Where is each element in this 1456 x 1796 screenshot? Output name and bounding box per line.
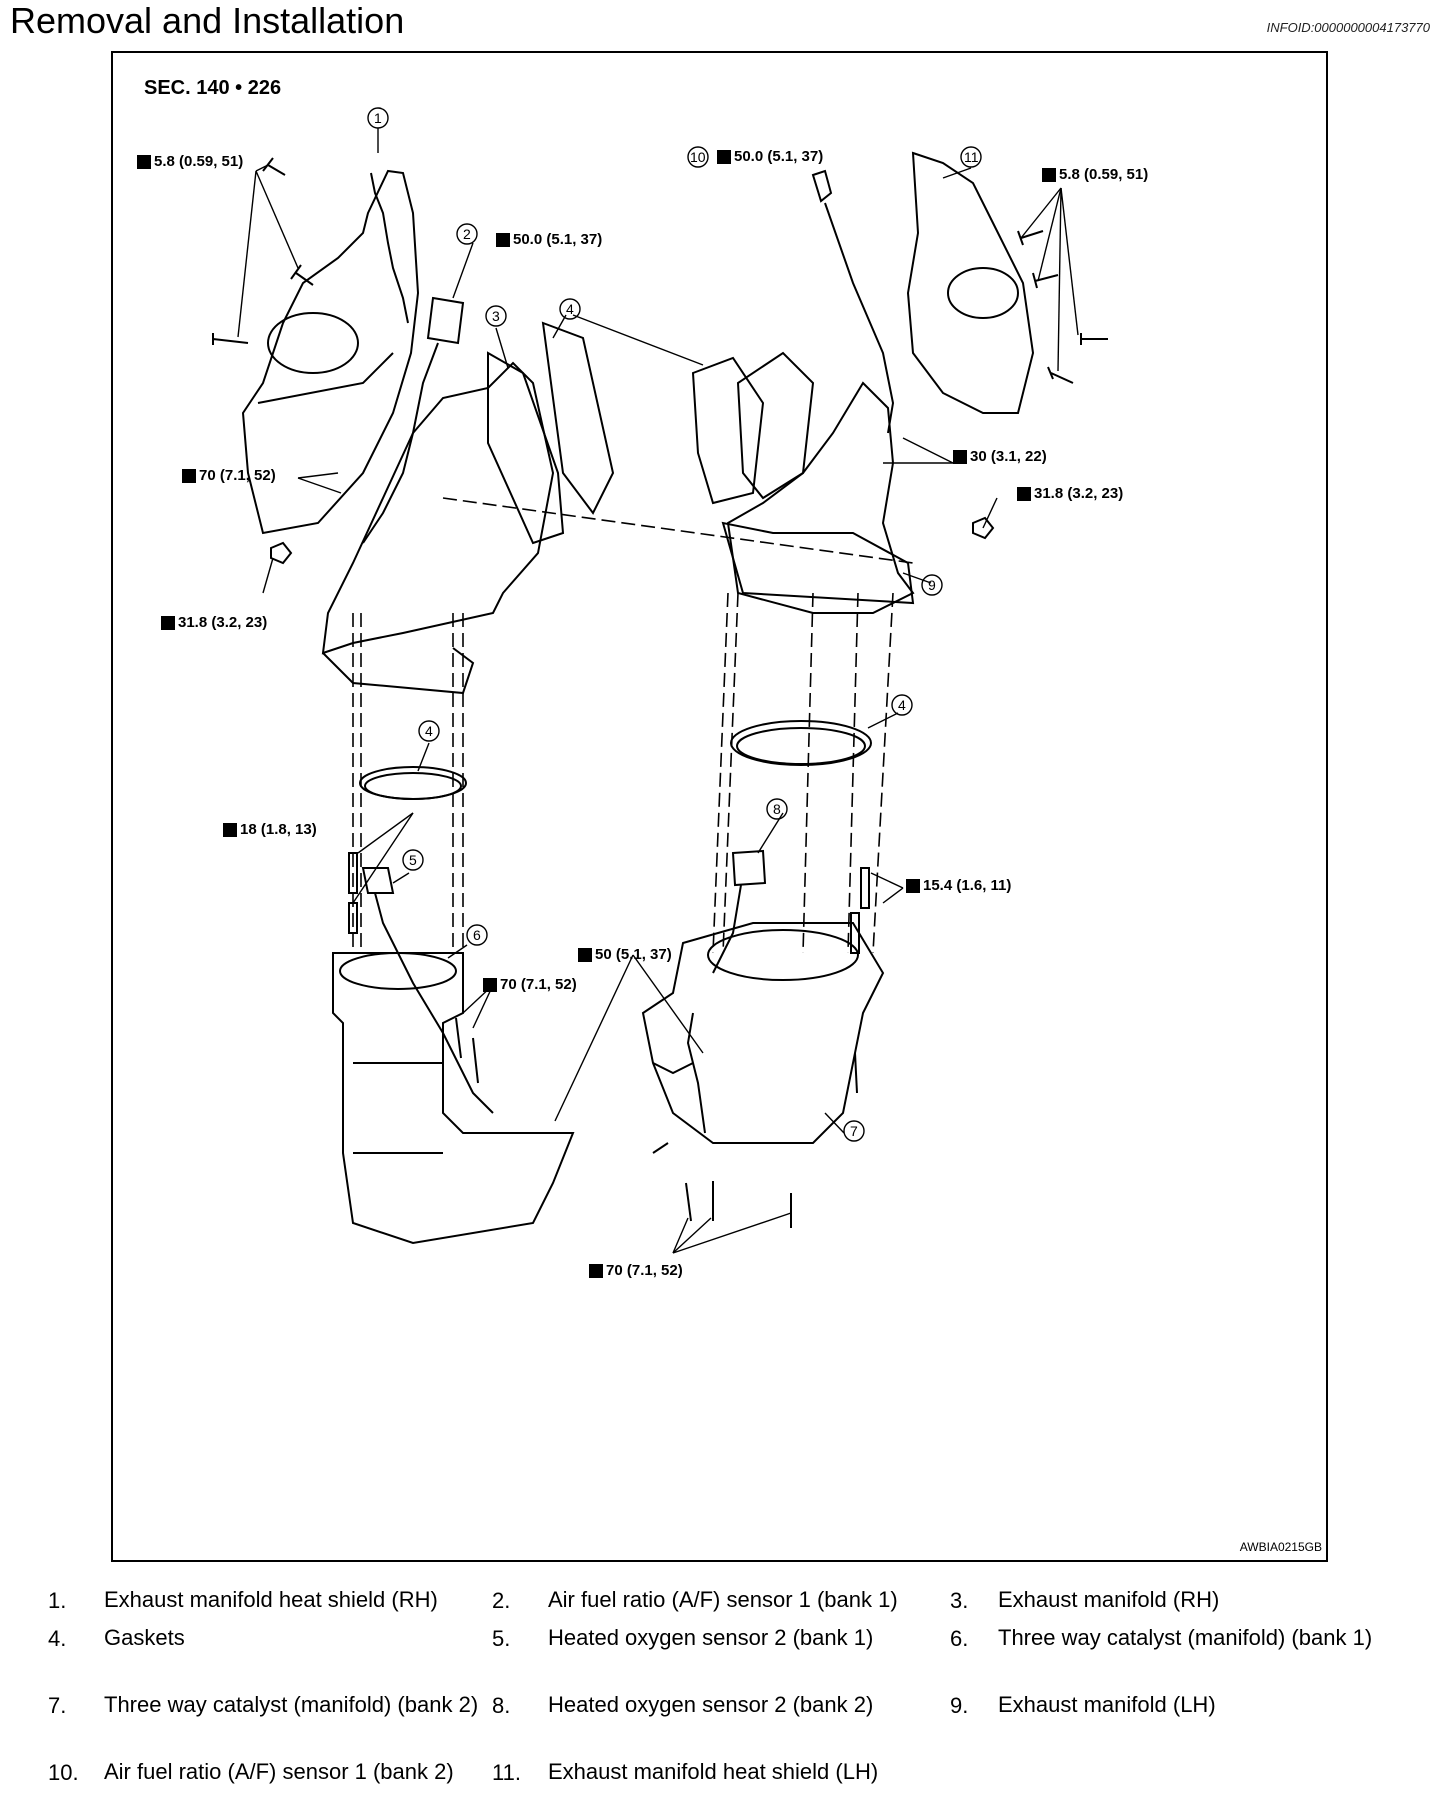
- cat-bank2-bolts: [685, 1181, 792, 1228]
- section-label: SEC. 140 • 226: [144, 77, 282, 99]
- legend-text: Air fuel ratio (A/F) sensor 1 (bank 1): [548, 1587, 898, 1612]
- heat-shield-rh: [241, 169, 420, 535]
- callout-4b: 4: [425, 723, 433, 739]
- legend-num: 3.: [950, 1588, 969, 1613]
- torque-sensor1-bank1: 50.0 (5.1, 37): [513, 231, 603, 248]
- legend-text: Heated oxygen sensor 2 (bank 2): [548, 1692, 874, 1717]
- af-sensor-bank1: [362, 296, 465, 544]
- callout-10: 10: [690, 149, 706, 165]
- legend-text: Exhaust manifold (LH): [998, 1692, 1216, 1717]
- shield-lh-bolts: [1017, 230, 1108, 384]
- torque-nut-left: 31.8 (3.2, 23): [178, 614, 268, 631]
- callout-4c: 4: [898, 697, 906, 713]
- legend-text: Gaskets: [104, 1625, 185, 1650]
- heat-shield-lh: [906, 151, 1035, 414]
- callout-1: 1: [374, 110, 382, 126]
- torque-manifold-lh-nut: 30 (3.1, 22): [970, 448, 1047, 465]
- catalyst-bank2: [641, 922, 885, 1144]
- torque-manifold-rh: 70 (7.1, 52): [199, 467, 276, 484]
- exploded-diagram: [137, 107, 1108, 1278]
- cat-bank1-bolts: [455, 1017, 858, 1094]
- ho2s-bank1: [361, 867, 494, 1114]
- exhaust-manifold-rh: [321, 361, 555, 655]
- torque-symbols: [137, 150, 1056, 1278]
- leader-lines: [237, 128, 1079, 1254]
- callout-5: 5: [409, 852, 417, 868]
- callout-3: 3: [492, 308, 500, 324]
- legend-num: 1.: [48, 1588, 67, 1613]
- gasket-rh: [541, 321, 615, 515]
- legend-text: Heated oxygen sensor 2 (bank 1): [548, 1625, 874, 1650]
- torque-shield-rh: 5.8 (0.59, 51): [154, 153, 244, 170]
- figure-code: AWBIA0215GB: [1239, 1540, 1322, 1554]
- af-sensor-bank2: [811, 169, 895, 434]
- torque-stud-bank2: 15.4 (1.6, 11): [923, 877, 1012, 894]
- torque-cat-bank2-bolts: 70 (7.1, 52): [606, 1262, 683, 1279]
- legend-num: 11.: [492, 1760, 521, 1785]
- torque-shield-lh: 5.8 (0.59, 51): [1059, 166, 1149, 183]
- legend-num: 8.: [492, 1693, 511, 1718]
- callout-8: 8: [773, 801, 781, 817]
- torque-stud-bank1: 18 (1.8, 13): [240, 821, 317, 838]
- legend-text: Three way catalyst (manifold) (bank 1): [998, 1625, 1373, 1650]
- catalyst-bank1: [332, 952, 575, 1245]
- legend-num: 2.: [492, 1588, 511, 1613]
- legend-text: Air fuel ratio (A/F) sensor 1 (bank 2): [104, 1759, 454, 1784]
- legend-num: 10.: [48, 1760, 79, 1785]
- callout-6: 6: [473, 927, 481, 943]
- page-title: Removal and Installation: [10, 0, 405, 41]
- ho2s-bank2: [712, 849, 767, 974]
- guide-lines: [352, 497, 914, 954]
- legend-num: 7.: [48, 1693, 67, 1718]
- callout-2: 2: [463, 226, 471, 242]
- info-id: INFOID:0000000004173770: [1266, 20, 1430, 35]
- legend-num: 9.: [950, 1693, 969, 1718]
- torque-sensor2: 50 (5.1, 37): [595, 946, 672, 963]
- exhaust-manifold-lh: [726, 381, 915, 614]
- torque-cat-bank1-bolts: 70 (7.1, 52): [500, 976, 577, 993]
- callout-7: 7: [850, 1123, 858, 1139]
- callout-9: 9: [928, 577, 936, 593]
- legend-text: Exhaust manifold heat shield (RH): [104, 1587, 438, 1612]
- legend-text: Three way catalyst (manifold) (bank 2): [104, 1692, 479, 1717]
- legend-num: 4.: [48, 1626, 67, 1651]
- callout-4a: 4: [566, 301, 574, 317]
- exploded-view-figure: SEC. 140 • 226 1 2 3 4 4 4 5 6 7 8 9 10 …: [111, 51, 1328, 1562]
- callout-11: 11: [964, 149, 979, 165]
- legend-num: 6.: [950, 1626, 969, 1651]
- shield-rh-bolts: [212, 157, 314, 345]
- legend-text: Exhaust manifold (RH): [998, 1587, 1220, 1612]
- torque-sensor1-bank2: 50.0 (5.1, 37): [734, 148, 824, 165]
- callout-circles: [367, 107, 982, 1142]
- torque-nut-right: 31.8 (3.2, 23): [1034, 485, 1124, 502]
- legend-text: Exhaust manifold heat shield (LH): [548, 1759, 879, 1784]
- legend-num: 5.: [492, 1626, 511, 1651]
- studs: [348, 852, 870, 954]
- gasket-lh-a: [691, 356, 765, 505]
